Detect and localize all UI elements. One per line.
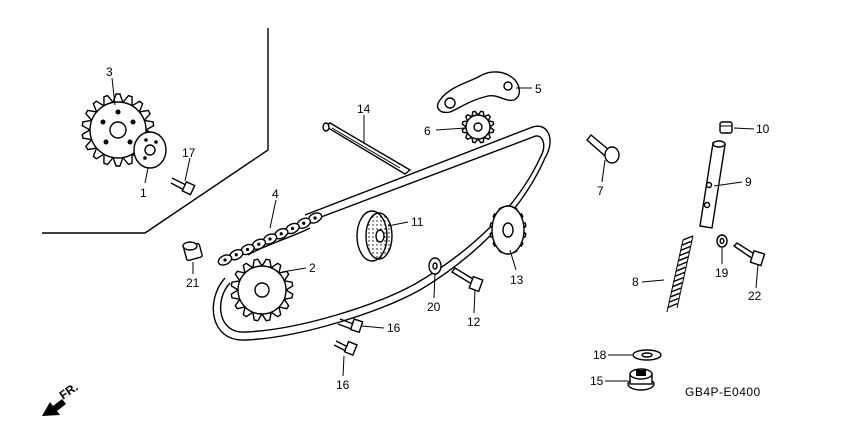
label-part-21: 21 (186, 276, 200, 290)
part-21-collar (182, 241, 203, 262)
label-part-13: 13 (510, 273, 524, 287)
label-part-20: 20 (427, 300, 441, 314)
label-part-19: 19 (715, 266, 729, 280)
label-part-14: 14 (357, 102, 371, 116)
label-part-5: 5 (535, 82, 542, 96)
part-10-cap (719, 121, 733, 134)
label-part-16-lower: 16 (336, 378, 350, 392)
part-14-shaft (322, 122, 412, 175)
part-7-pivot-bolt (586, 134, 620, 164)
front-direction-indicator: FR. (42, 380, 81, 416)
label-part-17: 17 (182, 146, 196, 160)
part-3-sprocket (81, 93, 155, 167)
part-4-chain (217, 212, 323, 266)
part-20-washer (428, 257, 442, 275)
part-5-bracket (436, 71, 521, 114)
part-12-bolt (450, 267, 484, 293)
label-part-22: 22 (748, 289, 762, 303)
label-part-4: 4 (272, 187, 279, 201)
timing-chain (212, 125, 551, 341)
part-1-plate (133, 131, 167, 169)
part-16-bolt-lower (333, 340, 358, 357)
label-part-6: 6 (424, 124, 431, 138)
label-part-8: 8 (632, 275, 639, 289)
part-15-plug-bolt (627, 368, 655, 391)
label-part-2: 2 (309, 261, 316, 275)
part-22-bolt (732, 242, 766, 267)
diagram-code: GB4P-E0400 (685, 385, 761, 399)
front-arrow-icon (42, 399, 66, 416)
label-part-18: 18 (593, 348, 607, 362)
part-17-bolt (170, 177, 196, 196)
label-part-1: 1 (140, 186, 147, 200)
part-labels: 3 1 17 14 5 6 4 11 2 21 13 20 12 16 16 7… (106, 65, 770, 392)
part-13-sprocket (489, 205, 527, 255)
part-11-roller (356, 210, 393, 262)
label-part-16-upper: 16 (387, 321, 401, 335)
part-19-washer (716, 234, 728, 248)
part-8-spring (666, 235, 694, 313)
front-label: FR. (57, 380, 81, 403)
label-part-12: 12 (467, 315, 481, 329)
part-9-tensioner-body (699, 140, 726, 229)
label-part-15: 15 (590, 374, 604, 388)
label-part-10: 10 (756, 122, 770, 136)
label-part-7: 7 (597, 184, 604, 198)
part-2-sprocket (230, 258, 294, 322)
label-part-3: 3 (106, 65, 113, 79)
leader-lines (111, 77, 759, 382)
part-6-sprocket (461, 110, 495, 144)
label-part-11: 11 (411, 215, 424, 229)
label-part-9: 9 (745, 175, 752, 189)
inset-border (42, 28, 269, 234)
part-18-washer (632, 349, 662, 361)
part-16-bolt-upper (337, 318, 364, 334)
